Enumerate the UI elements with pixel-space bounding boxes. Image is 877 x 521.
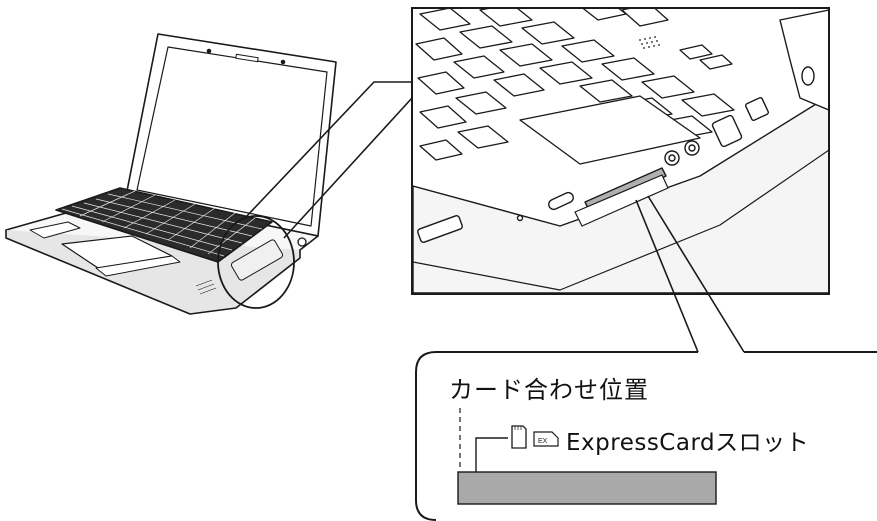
sd-card-icon <box>511 425 527 449</box>
expresscard-slot-label: ExpressCardスロット <box>566 430 810 456</box>
zoom-detail-panel <box>411 7 830 295</box>
expresscard-icon-label: EX <box>538 438 548 445</box>
zoom-side-ports <box>417 96 770 243</box>
card-alignment-title: カード合わせ位置 <box>449 376 649 404</box>
zoom-keyboard-keys <box>415 9 735 165</box>
zoom-connector-lines <box>244 81 413 239</box>
callout-box <box>415 351 877 521</box>
card-position-bar <box>457 471 717 505</box>
expresscard-icon: EX <box>533 431 559 447</box>
zoom-source-circle <box>217 215 295 309</box>
callout-pointer-lines <box>635 195 745 353</box>
slot-label-leader <box>475 437 508 474</box>
